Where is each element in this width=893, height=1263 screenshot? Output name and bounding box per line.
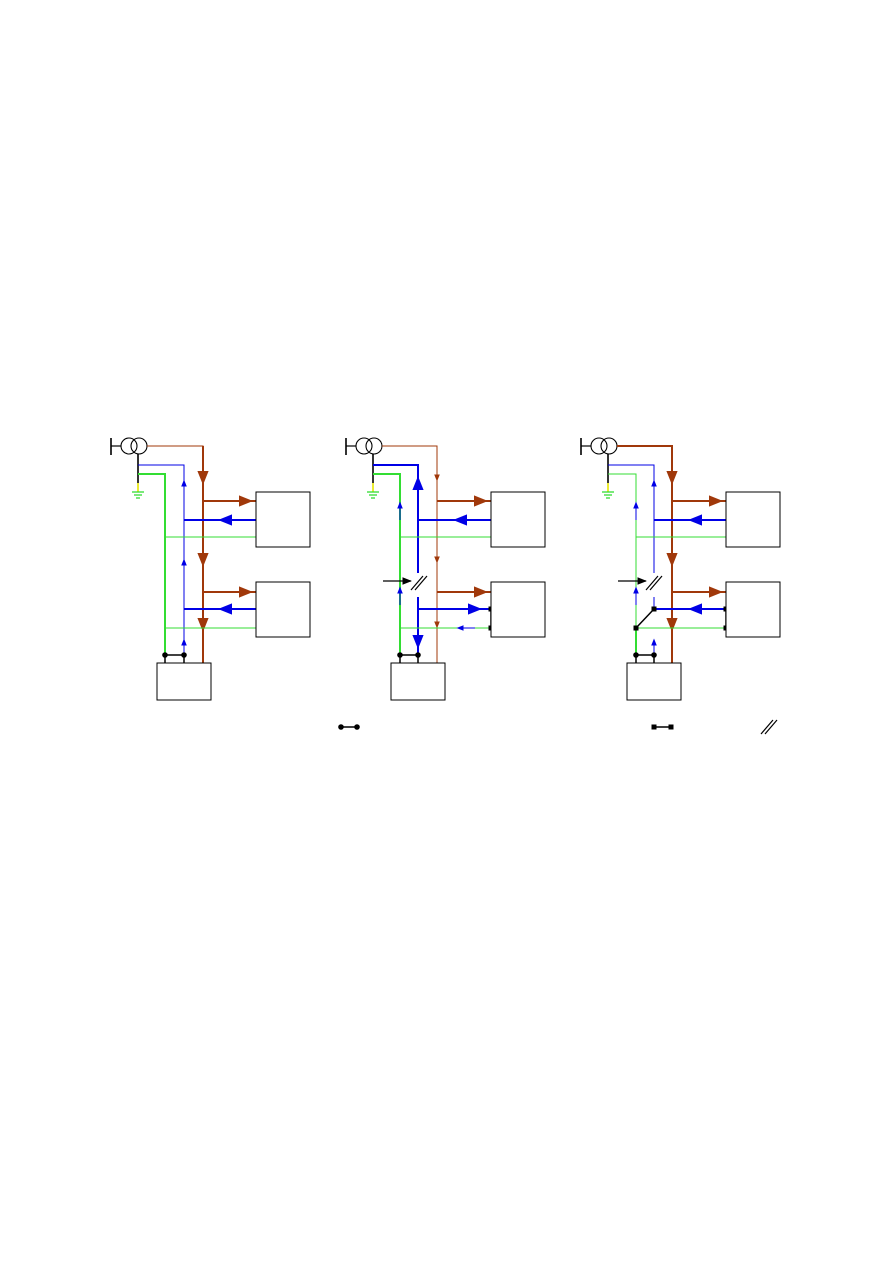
load-box-lower: [255, 581, 311, 638]
earth-icon: [132, 454, 144, 499]
fault-link: [633, 606, 657, 631]
load-box-lower: [725, 581, 781, 638]
load-box-upper: [725, 491, 781, 548]
source-box: [390, 662, 446, 701]
protective-earth-conductor: [608, 473, 726, 655]
phase-conductor: [617, 445, 726, 663]
panel-3: [580, 437, 781, 701]
break-mark-icon: [618, 575, 663, 591]
transformer-icon: [580, 437, 618, 455]
link-bridge: [633, 652, 657, 663]
neutral-conductor: [373, 464, 491, 655]
legend-break-icon: [760, 719, 778, 735]
load-box-upper: [490, 491, 546, 548]
transformer-icon: [345, 437, 383, 455]
phase-conductor: [382, 445, 491, 663]
earth-icon: [602, 454, 614, 499]
link-bridge: [162, 652, 187, 663]
panel-1: [110, 437, 311, 701]
earth-icon: [367, 454, 379, 499]
load-box-lower: [490, 581, 546, 638]
protective-earth-conductor: [138, 473, 256, 655]
transformer-icon: [110, 437, 148, 455]
protective-earth-conductor: [373, 473, 491, 655]
load-box-upper: [255, 491, 311, 548]
legend-link-dots: [338, 724, 360, 730]
link-bridge: [397, 652, 421, 663]
source-box: [156, 662, 212, 701]
break-mark-icon: [383, 575, 428, 591]
neutral-conductor: [608, 464, 726, 655]
source-box: [626, 662, 682, 701]
legend-link-squares: [651, 724, 674, 730]
phase-conductor: [147, 445, 256, 663]
neutral-conductor: [138, 464, 256, 655]
panel-2: [345, 437, 546, 701]
